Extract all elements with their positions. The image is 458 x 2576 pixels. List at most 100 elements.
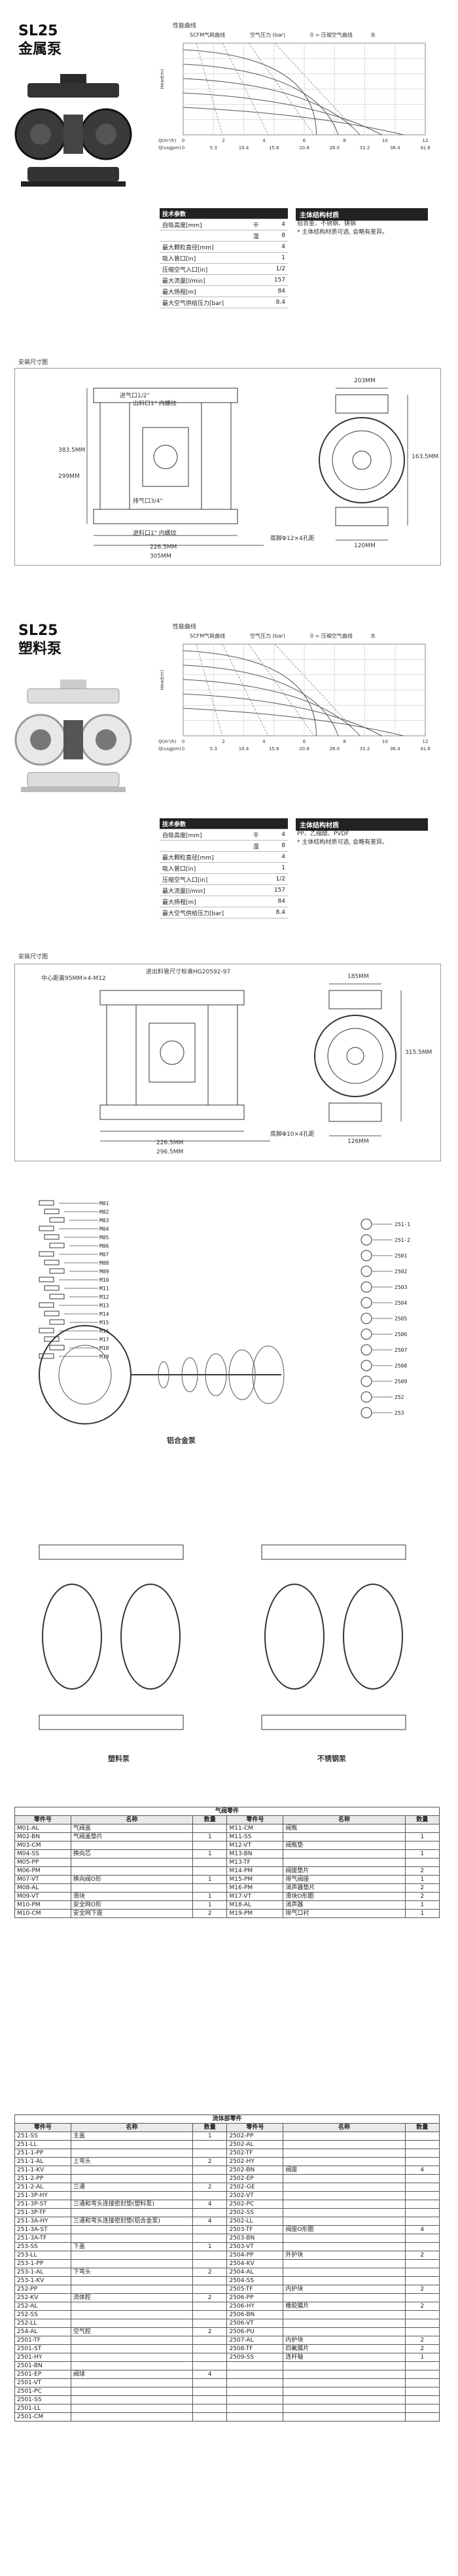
exploded-label-M15: M15 bbox=[99, 1320, 109, 1326]
plastic-chart-xtick-bot-2: 10.4 bbox=[239, 746, 249, 752]
table-cell: 1 bbox=[404, 1832, 440, 1841]
spec-cell: 压缩空气入口[in] bbox=[160, 873, 251, 885]
table-cell bbox=[70, 2166, 194, 2175]
steel-pump-bottom bbox=[261, 1714, 406, 1730]
plastic-pump-bottom bbox=[39, 1714, 184, 1730]
plastic-dim-flange: 中心距离95MM×4-M12 bbox=[41, 975, 106, 982]
plastic-chart-curve-1 bbox=[183, 664, 339, 736]
steel-pump-chamber-left bbox=[264, 1584, 325, 1690]
exploded-label-M14: M14 bbox=[99, 1311, 109, 1317]
table-cell: 1 bbox=[192, 1892, 228, 1901]
table-cell bbox=[283, 1858, 406, 1867]
spec-cell: 84 bbox=[265, 896, 288, 907]
table-cell: 251-3A-TF bbox=[14, 2234, 71, 2243]
table-cell: 滑块 bbox=[70, 1892, 194, 1901]
table-cell: 252-SS bbox=[14, 2310, 71, 2319]
spec-cell bbox=[250, 884, 266, 896]
table-cell: 2505-TF bbox=[226, 2285, 284, 2294]
exploded-label-M02: M02 bbox=[99, 1209, 109, 1215]
spec-cell: 吸入管口[in] bbox=[160, 862, 251, 874]
air-parts-title: 气阀零件 bbox=[14, 1807, 440, 1816]
caption-steel: 不锈钢泵 bbox=[317, 1754, 346, 1763]
table-cell bbox=[283, 2183, 406, 2192]
table-cell bbox=[192, 2344, 228, 2353]
column-header: 名称 bbox=[283, 2123, 406, 2132]
table-cell bbox=[70, 2412, 194, 2422]
table-cell bbox=[70, 2259, 194, 2268]
table-cell: 251-3A-HY bbox=[14, 2217, 71, 2226]
table-cell bbox=[70, 2387, 194, 2396]
table-cell bbox=[404, 1841, 440, 1850]
table-cell: 4 bbox=[404, 2166, 440, 2175]
spec-cell bbox=[160, 230, 251, 242]
plastic-chart-air-curve-3 bbox=[274, 644, 361, 736]
exploded-label-2504: 2504 bbox=[395, 1300, 407, 1306]
caption-aluminum: 铝合金泵 bbox=[167, 1436, 196, 1445]
exploded-part-M19 bbox=[39, 1353, 54, 1359]
table-cell bbox=[192, 2285, 228, 2294]
spec-cell bbox=[250, 873, 266, 885]
plastic-pump-name: 塑料泵 bbox=[18, 641, 62, 657]
table-cell bbox=[283, 2259, 406, 2268]
spec-row: 最大流量[l/min]157 bbox=[160, 274, 288, 286]
metal-dim-height: 383.5MM bbox=[58, 447, 86, 454]
spec-cell bbox=[250, 241, 266, 253]
table-cell bbox=[192, 1858, 228, 1867]
exploded-label-252: 252 bbox=[395, 1394, 404, 1400]
table-cell: M04-SS bbox=[14, 1849, 71, 1859]
metal-chart-legend-2: 0 = 压缩空气曲线 bbox=[310, 31, 353, 38]
table-cell bbox=[70, 2336, 194, 2345]
exploded-label-2505: 2505 bbox=[395, 1316, 407, 1322]
table-cell bbox=[192, 2276, 228, 2285]
table-cell: 消声器垫片 bbox=[283, 1883, 406, 1893]
metal-dim-side-bottom: 120MM bbox=[354, 543, 376, 549]
spec-cell: 8.4 bbox=[265, 297, 288, 308]
table-cell bbox=[70, 2310, 194, 2319]
spec-cell: 4 bbox=[265, 829, 288, 841]
table-cell: 251-1-AL bbox=[14, 2157, 71, 2166]
exploded-part-M04 bbox=[39, 1225, 54, 1231]
metal-spec-title: 技术参数 bbox=[160, 208, 288, 219]
table-cell bbox=[192, 2191, 228, 2200]
exploded-part-M09 bbox=[49, 1268, 65, 1274]
table-cell: 2502-GE bbox=[226, 2183, 284, 2192]
plastic-chart-xtick-top-0: 0 bbox=[182, 739, 185, 744]
table-cell bbox=[192, 2208, 228, 2217]
exploded-part-2504 bbox=[361, 1297, 372, 1309]
exploded-label-2508: 2508 bbox=[395, 1363, 407, 1369]
metal-chart-ylabel: Head(m) bbox=[160, 69, 165, 89]
table-cell: 252-KV bbox=[14, 2293, 71, 2302]
table-cell bbox=[283, 2132, 406, 2141]
table-cell bbox=[283, 2268, 406, 2277]
table-cell bbox=[404, 2327, 440, 2336]
fluid-parts-caption-row: 流体部零件 bbox=[14, 2114, 440, 2124]
exploded-label-2507: 2507 bbox=[395, 1347, 407, 1353]
plastic-chart-legend-0: SCFM气耗曲线 bbox=[190, 632, 225, 639]
table-cell bbox=[404, 2174, 440, 2183]
table-cell: 1 bbox=[192, 1832, 228, 1841]
table-cell bbox=[404, 1824, 440, 1833]
column-header: 零件号 bbox=[226, 1815, 284, 1824]
table-cell: 消声器 bbox=[283, 1900, 406, 1910]
table-cell: M19-PM bbox=[226, 1909, 284, 1918]
metal-chart-curve-3 bbox=[183, 92, 382, 136]
table-cell: 254-AL bbox=[14, 2327, 71, 2336]
steel-pump-top bbox=[261, 1544, 406, 1560]
table-cell bbox=[404, 2404, 440, 2413]
spec-row: 吸入管口[in]1 bbox=[160, 252, 288, 264]
table-cell: 下盖 bbox=[70, 2242, 194, 2251]
table-cell bbox=[283, 2208, 406, 2217]
table-cell: M11-CM bbox=[226, 1824, 284, 1833]
table-cell: 主盖 bbox=[70, 2132, 194, 2141]
plastic-chart-xtick-bot-7: 36.4 bbox=[390, 746, 400, 752]
metal-chart-xtick-bot-7: 36.4 bbox=[390, 145, 400, 151]
exploded-label-M10: M10 bbox=[99, 1277, 109, 1283]
table-cell: 阀球 bbox=[70, 2370, 194, 2379]
column-header: 名称 bbox=[70, 2123, 194, 2132]
table-cell bbox=[70, 2251, 194, 2260]
